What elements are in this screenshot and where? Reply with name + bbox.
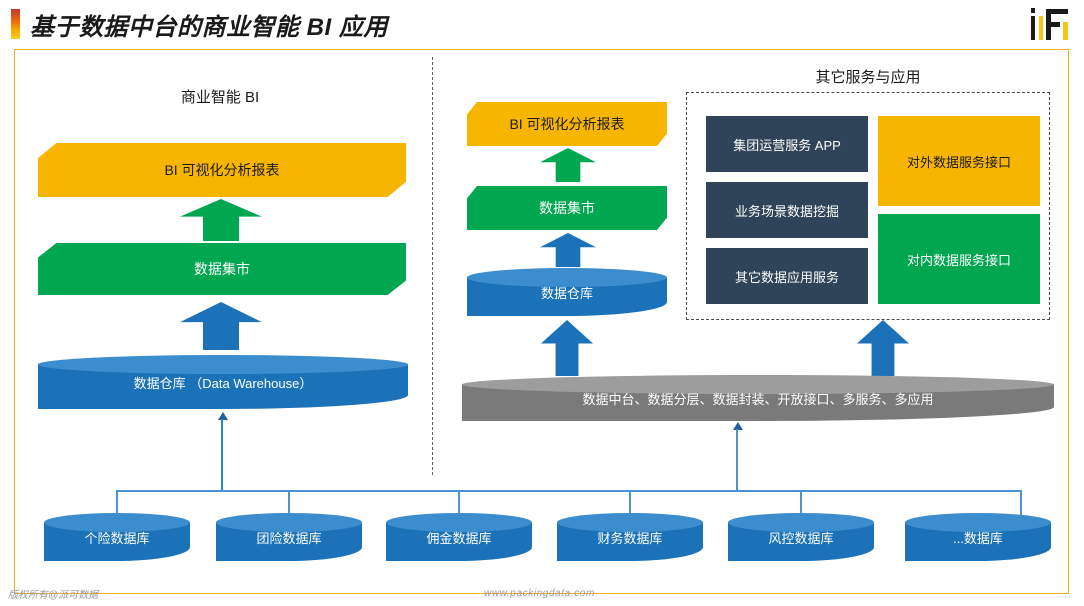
tile-group-operation-app-label: 集团运营服务 APP <box>733 137 841 153</box>
db-cylinder-personal-insurance: 个险数据库 <box>44 513 190 561</box>
db-cylinder-personal-insurance-label: 个险数据库 <box>84 530 150 546</box>
tile-business-data-mining-label: 业务场景数据挖掘 <box>734 203 839 219</box>
platform-bar-cylinder: 数据中台、数据分层、数据封装、开放接口、多服务、多应用 <box>462 375 1054 421</box>
footer-copyright: 版权所有@派可数据 <box>8 590 99 601</box>
cylinder-top <box>728 513 874 532</box>
vertical-dashed-divider <box>432 57 433 475</box>
mid-layer-bi-report-label: BI 可视化分析报表 <box>509 116 625 132</box>
footer-website: www.packingdata.com <box>484 588 595 599</box>
cylinder-top <box>44 513 190 532</box>
left-layer-bi-report-label: BI 可视化分析报表 <box>164 162 280 178</box>
db-bus-horizontal-line <box>116 490 1021 492</box>
content-frame <box>14 49 1069 594</box>
ifc-logo-icon <box>1030 6 1070 44</box>
left-bus-vertical-line <box>221 419 223 491</box>
tile-group-operation-app: 集团运营服务 APP <box>706 116 868 172</box>
tile-other-data-app-services: 其它数据应用服务 <box>706 248 868 304</box>
cylinder-top <box>467 268 667 287</box>
cylinder-top <box>38 355 408 374</box>
db-cylinder-group-insurance-label: 团险数据库 <box>256 530 322 546</box>
cylinder-top <box>386 513 532 532</box>
left-cylinder-data-warehouse-label: 数据仓库 （Data Warehouse） <box>133 375 313 391</box>
mid-layer-data-mart-label: 数据集市 <box>539 200 595 216</box>
cylinder-top <box>557 513 703 532</box>
db-cylinder-commission-label: 佣金数据库 <box>426 530 492 546</box>
db-cylinder-risk-control: 风控数据库 <box>728 513 874 561</box>
left-bus-arrowhead-icon <box>218 412 228 420</box>
mid-cylinder-data-warehouse: 数据仓库 <box>467 268 667 316</box>
page-title: 基于数据中台的商业智能 BI 应用 <box>30 14 388 41</box>
db-cylinder-other: ...数据库 <box>905 513 1051 561</box>
tile-external-data-api: 对外数据服务接口 <box>878 116 1040 206</box>
db-cylinder-finance: 财务数据库 <box>557 513 703 561</box>
db-drop-line-4 <box>629 490 631 517</box>
platform-bus-arrowhead-icon <box>733 422 743 430</box>
tile-external-data-api-label: 对外数据服务接口 <box>906 154 1011 170</box>
left-layer-data-mart: 数据集市 <box>38 243 406 295</box>
left-section-title: 商业智能 BI <box>180 89 260 106</box>
left-layer-bi-report: BI 可视化分析报表 <box>38 143 406 197</box>
title-accent-bar <box>11 9 20 39</box>
slide-header: 基于数据中台的商业智能 BI 应用 <box>0 0 1084 48</box>
db-drop-line-5 <box>800 490 802 517</box>
left-cylinder-data-warehouse: 数据仓库 （Data Warehouse） <box>38 355 408 409</box>
tile-business-data-mining: 业务场景数据挖掘 <box>706 182 868 238</box>
platform-bar-label: 数据中台、数据分层、数据封装、开放接口、多服务、多应用 <box>582 391 934 407</box>
db-cylinder-group-insurance: 团险数据库 <box>216 513 362 561</box>
db-cylinder-risk-control-label: 风控数据库 <box>768 530 834 546</box>
cylinder-top <box>216 513 362 532</box>
db-drop-line-6 <box>1020 490 1022 517</box>
db-drop-line-1 <box>116 490 118 517</box>
mid-layer-data-mart: 数据集市 <box>467 186 667 230</box>
mid-cylinder-data-warehouse-label: 数据仓库 <box>540 285 593 301</box>
cylinder-top <box>462 375 1054 394</box>
left-layer-data-mart-label: 数据集市 <box>194 261 250 277</box>
db-cylinder-finance-label: 财务数据库 <box>597 530 663 546</box>
db-cylinder-other-label: ...数据库 <box>953 530 1003 546</box>
db-cylinder-commission: 佣金数据库 <box>386 513 532 561</box>
tile-internal-data-api: 对内数据服务接口 <box>878 214 1040 304</box>
platform-bus-vertical-line <box>736 429 738 491</box>
tile-other-data-app-services-label: 其它数据应用服务 <box>734 269 839 285</box>
other-services-dashed-panel <box>686 92 1050 320</box>
db-drop-line-2 <box>288 490 290 517</box>
mid-layer-bi-report: BI 可视化分析报表 <box>467 102 667 146</box>
right-section-title: 其它服务与应用 <box>815 69 921 86</box>
tile-internal-data-api-label: 对内数据服务接口 <box>906 252 1011 268</box>
db-drop-line-3 <box>458 490 460 517</box>
cylinder-top <box>905 513 1051 532</box>
